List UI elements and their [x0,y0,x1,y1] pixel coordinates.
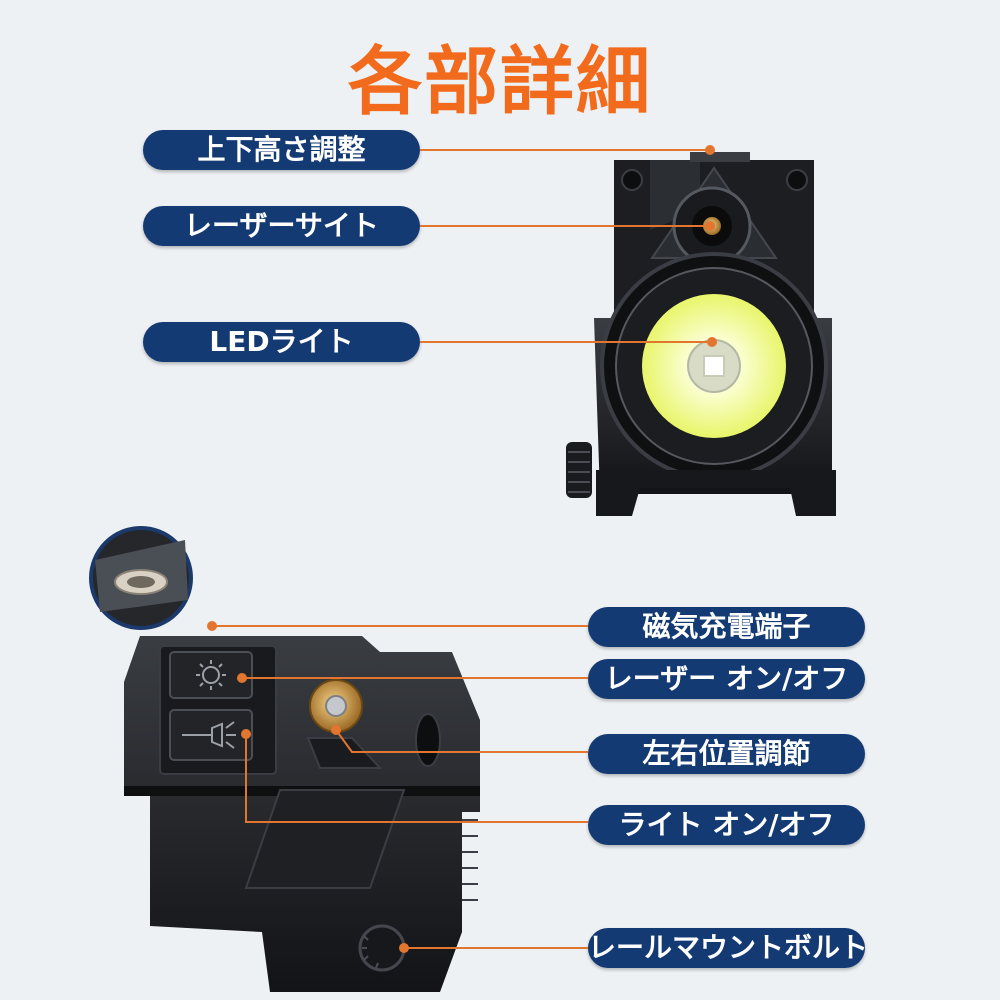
charging-port-inset [89,526,193,630]
laser-light-front-view [566,152,836,516]
marker-led-light [707,337,717,347]
label-magnetic-charging-port: 磁気充電端子 [588,607,865,647]
flashlight-icon [182,721,236,749]
laser-toggle-button [169,651,253,699]
label-light-on-off: ライト オン/オフ [588,805,865,845]
marker-rail-bolt [399,943,409,953]
laser-light-side-view [124,636,480,992]
page-title: 各部詳細 [348,39,652,125]
label-laser-sight: レーザーサイト [143,206,420,246]
marker-charging-port [207,621,217,631]
marker-laser-sight [705,221,715,231]
sun-icon [196,660,226,690]
top-leader-lines [420,149,712,343]
label-led-light: LEDライト [143,322,420,362]
label-laser-on-off: レーザー オン/オフ [588,659,865,699]
marker-light-button [241,729,251,739]
bottom-leader-lines [212,625,588,949]
marker-height-adjust [705,145,715,155]
label-left-right-adjust: 左右位置調節 [588,734,865,774]
marker-laser-button [237,673,247,683]
marker-windage-adjust [331,725,341,735]
label-height-adjust: 上下高さ調整 [143,130,420,170]
label-rail-mount-bolt: レールマウントボルト [588,928,865,968]
